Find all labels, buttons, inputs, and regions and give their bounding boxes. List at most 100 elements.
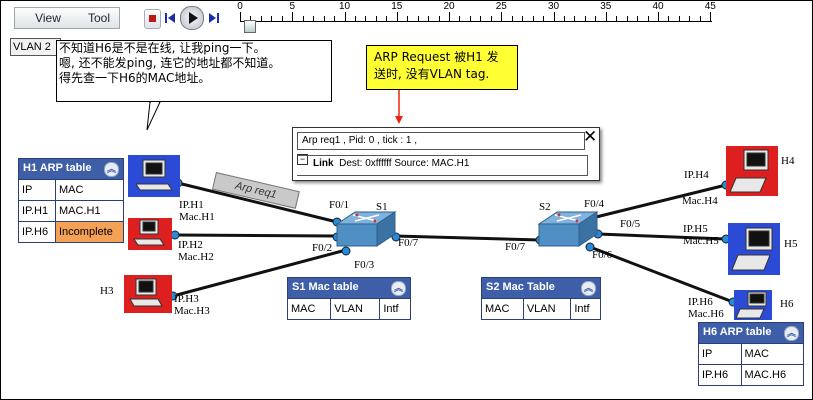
timeline-tick-label: 35 <box>600 1 612 12</box>
column-header: VLAN <box>522 298 572 320</box>
timeline-tick <box>386 16 388 21</box>
s1-port-f0-1: F0/1 <box>329 199 350 211</box>
column-header: MAC <box>55 179 124 201</box>
s2-port-f0-6: F0/6 <box>592 249 613 261</box>
timeline-tick <box>334 16 336 21</box>
h4-ip-label: IP.H4 <box>684 169 709 181</box>
timeline-tick <box>490 16 492 21</box>
link-h1-s1 <box>177 181 338 224</box>
timeline-tick <box>428 16 430 21</box>
timeline-tick <box>637 16 639 21</box>
host-h4-icon[interactable] <box>726 146 778 196</box>
s2-port-f0-7: F0/7 <box>505 241 526 253</box>
column-header: MAC <box>481 298 524 320</box>
host-h5-icon[interactable] <box>728 223 780 275</box>
link-s2-h4 <box>591 183 727 220</box>
host-h3-icon[interactable] <box>124 275 172 313</box>
packet-link-row: Link Dest: 0xffffff Source: MAC.H1 <box>313 158 469 169</box>
timeline-tick <box>668 16 670 21</box>
timeline-tick <box>449 12 450 21</box>
timeline-tick <box>250 16 252 21</box>
step-back-icon <box>165 13 175 23</box>
timeline-tick <box>438 16 440 21</box>
column-header: VLAN <box>330 298 381 320</box>
timeline-tick <box>584 16 586 21</box>
column-header: MAC <box>740 343 805 365</box>
play-button[interactable] <box>180 6 204 30</box>
close-icon[interactable]: ✕ <box>583 127 598 147</box>
timeline-tick <box>574 16 576 21</box>
column-header: MAC <box>286 298 332 320</box>
timeline-tick <box>543 16 545 21</box>
link-layer-detail: Dest: 0xffffff Source: MAC.H1 <box>339 158 470 169</box>
timeline-tick <box>563 16 565 21</box>
note-line-2: 送时, 没有VLAN tag. <box>374 67 490 81</box>
tool-menu-button[interactable]: Tool <box>79 7 120 29</box>
switch-s2-icon[interactable] <box>537 210 599 254</box>
timeline-tick <box>302 16 304 21</box>
timeline-tick <box>375 16 377 21</box>
speech-line-3: 得先查一下H6的MAC地址。 <box>59 71 211 85</box>
switch-s1-icon[interactable] <box>335 210 397 254</box>
timeline-tick <box>522 16 524 21</box>
column-header: Intf <box>379 298 411 320</box>
timeline-tick-label: 20 <box>443 1 455 12</box>
note-box: ARP Request 被H1 发 送时, 没有VLAN tag. <box>366 45 518 90</box>
view-menu-button[interactable]: View <box>14 7 82 29</box>
s2-port-f0-4: F0/4 <box>584 198 605 210</box>
h6-name-label: H6 <box>780 298 794 310</box>
speech-line-1: 不知道H6是不是在线, 让我ping一下。 <box>59 41 266 55</box>
s1-name: S1 <box>376 201 388 213</box>
stop-button[interactable] <box>144 9 161 29</box>
step-back-button[interactable] <box>162 9 177 27</box>
play-icon <box>189 12 198 24</box>
timeline-tick-label: 5 <box>289 1 296 12</box>
timeline-slider-handle[interactable] <box>244 20 256 33</box>
host-h2-icon[interactable] <box>128 218 172 250</box>
collapse-icon[interactable]: ︽ <box>391 280 406 296</box>
table-cell-incomplete: Incomplete <box>55 221 124 243</box>
h6-arp-table-header: H6 ARP table︽ <box>698 322 804 344</box>
packet-details-panel[interactable]: Arp req1 , Pid: 0 , tick : 1 , ✕ − Link … <box>292 127 600 181</box>
note-line-1: ARP Request 被H1 发 <box>374 50 499 64</box>
column-header: IP <box>18 179 56 201</box>
host-h6-icon[interactable] <box>734 290 772 320</box>
timeline-tick <box>396 12 398 21</box>
step-forward-icon <box>209 13 219 23</box>
h1-arp-table-header: H1 ARP table︽ <box>18 158 124 180</box>
timeline-tick <box>459 16 461 21</box>
timeline-tick <box>710 12 712 21</box>
table-cell: IP.H6 <box>698 364 742 386</box>
link-h2-s1 <box>174 233 338 238</box>
timeline-tick <box>511 16 513 21</box>
host-h1-icon[interactable] <box>128 155 180 197</box>
collapse-icon[interactable]: ︽ <box>581 280 596 296</box>
h4-name-label: H4 <box>781 155 795 167</box>
link-s2-h5 <box>597 232 727 241</box>
column-header: IP <box>698 343 742 365</box>
link-h3-s1 <box>172 248 347 298</box>
step-forward-button[interactable] <box>207 9 222 27</box>
collapse-icon[interactable]: ︽ <box>104 161 119 177</box>
collapse-icon[interactable]: ︽ <box>784 325 799 341</box>
tool-menu-label: Tool <box>87 11 110 25</box>
table-cell: IP.H1 <box>18 200 56 222</box>
timeline-tick <box>616 16 618 21</box>
table-cell: MAC.H1 <box>55 200 124 222</box>
collapse-toggle-icon[interactable]: − <box>297 154 308 165</box>
timeline-tick <box>323 16 325 21</box>
timeline-tick <box>553 12 555 21</box>
column-header: Intf <box>570 298 601 320</box>
link-layer-label: Link <box>313 158 334 169</box>
